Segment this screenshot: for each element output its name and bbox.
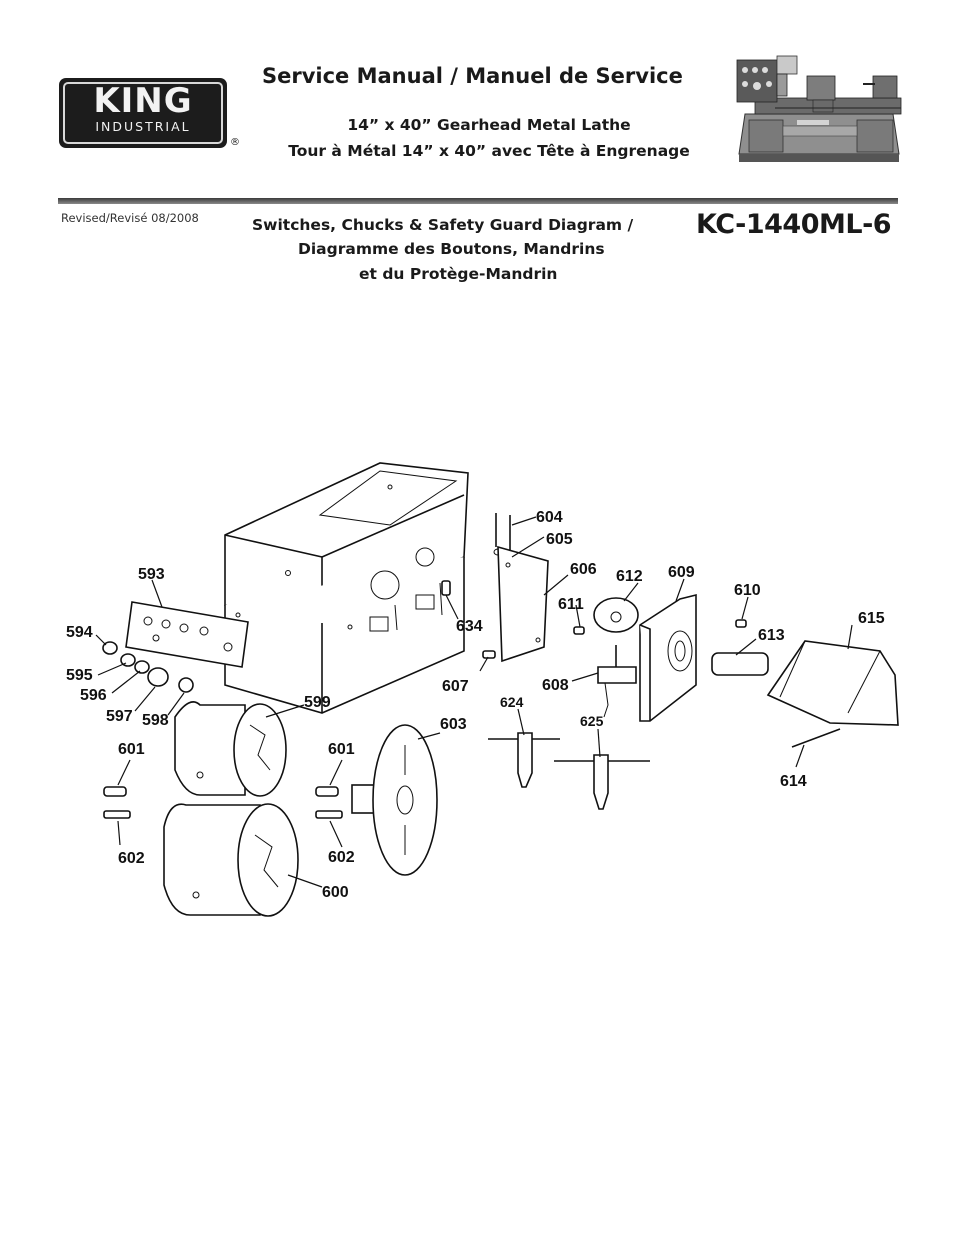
limit-switch-drawing [597, 645, 637, 718]
screw-610-drawing [735, 619, 747, 628]
registered-mark: ® [230, 137, 240, 148]
chuck-bolts-left-drawing [103, 786, 131, 819]
part-label-601-left: 601 [118, 741, 145, 758]
chuck-4-jaw-drawing [163, 803, 299, 917]
parts-diagram: 593 594 595 596 597 598 599 600 601 601 … [66, 462, 899, 917]
guard-plate-drawing [497, 545, 549, 663]
chuck-guard-drawing [766, 640, 899, 726]
gearhead-lathe-photo [735, 50, 903, 168]
part-label-602-left: 602 [118, 850, 145, 867]
part-label-624: 624 [500, 694, 524, 710]
screw-611-drawing [573, 626, 585, 635]
diagram-title-line2: Diagramme des Boutons, Mandrins [298, 240, 605, 258]
logo-border [63, 82, 223, 144]
subtitle-english: 14” x 40” Gearhead Metal Lathe [347, 116, 631, 134]
part-label-625: 625 [580, 713, 604, 729]
king-industrial-logo: KING INDUSTRIAL [59, 78, 227, 148]
part-label-604: 604 [536, 509, 563, 526]
part-label-613: 613 [758, 627, 785, 644]
part-label-603: 603 [440, 716, 467, 733]
part-label-596: 596 [80, 687, 107, 704]
diagram-title: Switches, Chucks & Safety Guard Diagram … [252, 213, 634, 283]
part-label-609: 609 [668, 564, 695, 581]
part-label-605: 605 [546, 531, 573, 548]
guard-cam-drawing [593, 597, 639, 633]
part-label-612: 612 [616, 568, 643, 585]
page-title: Service Manual / Manuel de Service [262, 64, 683, 88]
part-label-600: 600 [322, 884, 349, 901]
cabinet-drawing [224, 462, 469, 714]
part-label-602-middle: 602 [328, 849, 355, 866]
chuck-key-625-drawing [554, 754, 650, 810]
button-plate-drawing [125, 601, 249, 668]
chuck-3-jaw-drawing [174, 701, 287, 797]
diagram-title-line1: Switches, Chucks & Safety Guard Diagram … [252, 216, 634, 234]
backplate-drawing [351, 724, 438, 876]
part-label-610: 610 [734, 582, 761, 599]
leader-lines [95, 516, 853, 888]
logo-word: KING [93, 81, 193, 121]
guard-housing-drawing [639, 593, 697, 722]
part-label-595: 595 [66, 667, 93, 684]
part-label-606: 606 [570, 561, 597, 578]
logo-subword: INDUSTRIAL [95, 119, 191, 134]
part-label-601-middle: 601 [328, 741, 355, 758]
screw-634-drawing [441, 580, 451, 596]
part-label-599: 599 [304, 694, 331, 711]
screw-607-drawing [482, 650, 496, 659]
subtitle-french: Tour à Métal 14” x 40” avec Tête à Engre… [288, 142, 690, 160]
part-label-598: 598 [142, 712, 169, 729]
guard-shaft-drawing [711, 652, 769, 676]
part-label-608: 608 [542, 677, 569, 694]
header-rule [58, 198, 898, 204]
part-label-615: 615 [858, 610, 885, 627]
pin-614-drawing [791, 728, 841, 748]
model-number: KC-1440ML-6 [696, 209, 892, 240]
part-label-634: 634 [456, 618, 483, 635]
part-label-593: 593 [138, 566, 165, 583]
part-label-614: 614 [780, 773, 807, 790]
part-label-597: 597 [106, 708, 133, 725]
diagram-title-line3: et du Protège-Mandrin [359, 265, 558, 283]
part-label-607: 607 [442, 678, 469, 695]
part-label-594: 594 [66, 624, 93, 641]
revision-date: Revised/Revisé 08/2008 [61, 211, 199, 225]
chuck-bolts-middle-drawing [315, 786, 343, 819]
part-label-611: 611 [558, 596, 584, 613]
switch-buttons-drawing [102, 641, 194, 693]
chuck-key-624-drawing [488, 732, 560, 788]
